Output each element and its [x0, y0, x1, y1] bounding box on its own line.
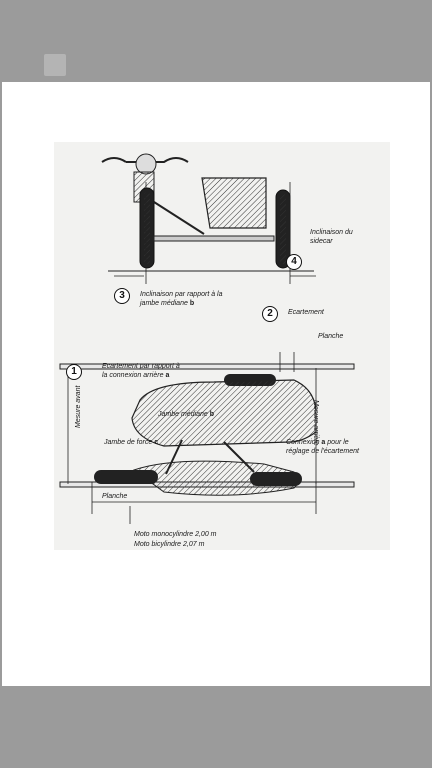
- label-inclinaison-jambe: Inclinaison par rapport à la jambe média…: [140, 291, 223, 307]
- label-mesure-avant: Mesure avant: [75, 385, 82, 428]
- plan-view: [59, 352, 355, 524]
- label-connexion: Connexion a pour le réglage de l'écartem…: [286, 439, 359, 455]
- scanned-figure: Inclinaison du sidecar 4 3 Inclinaison p…: [54, 142, 390, 550]
- label-planche-top: Planche: [318, 333, 344, 340]
- label-inclinaison-sidecar: Inclinaison du sidecar: [310, 229, 353, 245]
- callout-4: 4: [286, 254, 302, 270]
- label-moto-mono: Moto monocylindre 2,00 m: [134, 531, 217, 538]
- label-jambe-mediane: Jambe médiane b: [158, 411, 215, 418]
- label-ecartement-connexion: Ecartement par rapport à la connexion ar…: [102, 363, 180, 379]
- sidecar-diagram: [59, 153, 355, 524]
- label-moto-bi: Moto bicylindre 2,07 m: [134, 541, 205, 548]
- document-page: Inclinaison du sidecar 4 3 Inclinaison p…: [2, 82, 430, 686]
- callout-1: 1: [66, 364, 82, 380]
- front-view: [101, 153, 316, 284]
- menu-button[interactable]: [44, 54, 66, 76]
- label-planche-bottom: Planche: [102, 493, 128, 500]
- callout-3: 3: [114, 288, 130, 304]
- label-jambe-force: Jambe de force c: [104, 439, 159, 446]
- callout-2: 2: [262, 306, 278, 322]
- label-ecartement: Ecartement: [288, 309, 324, 316]
